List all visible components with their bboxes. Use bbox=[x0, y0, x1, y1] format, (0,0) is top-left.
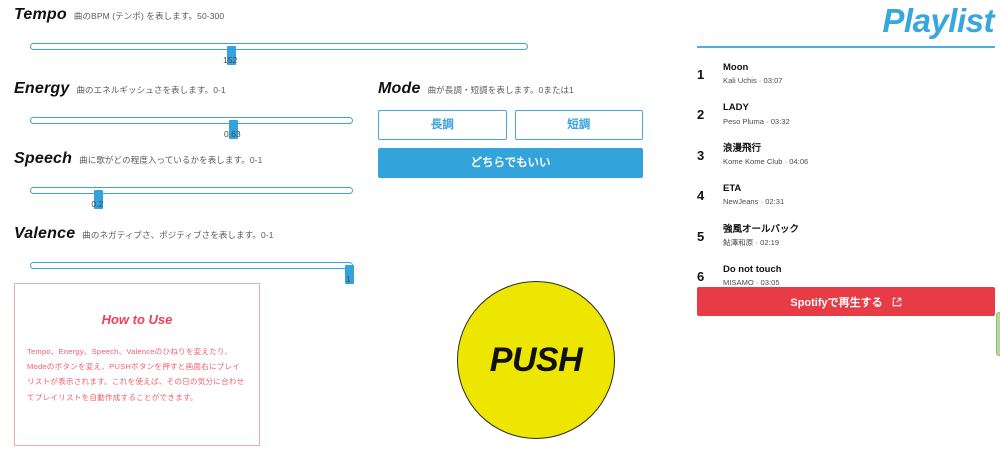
track-number: 2 bbox=[697, 107, 705, 123]
track-artist-duration: NewJeans · 02:31 bbox=[723, 197, 785, 207]
push-button-label: PUSH bbox=[489, 340, 583, 379]
param-speech-title: Speech bbox=[14, 150, 73, 167]
tempo-slider-value: 152 bbox=[223, 55, 238, 65]
energy-slider-wrap: 0.63 bbox=[14, 109, 369, 139]
track-info: 浪漫飛行 Kome Kome Club · 04:06 bbox=[723, 142, 808, 168]
valence-slider-wrap: 1 bbox=[14, 254, 369, 284]
spotify-play-label: Spotifyで再生する bbox=[790, 296, 883, 309]
playlist-divider bbox=[697, 46, 995, 48]
controls-panel: Tempo 曲のBPM (テンポ) を表します。50-300 152 Energ… bbox=[14, 6, 643, 446]
playlist-track-row[interactable]: 5 強風オールバック鮎澤和原 · 02:19 bbox=[697, 223, 1000, 249]
param-speech-header: Speech 曲に歌がどの程度入っているかを表します。0-1 bbox=[14, 150, 369, 168]
track-number: 6 bbox=[697, 268, 705, 284]
track-name: ETA bbox=[723, 183, 742, 195]
param-tempo-title: Tempo bbox=[14, 6, 67, 23]
mode-major-button[interactable]: 長調 bbox=[378, 110, 507, 140]
param-speech: Speech 曲に歌がどの程度入っているかを表します。0-1 0.2 bbox=[14, 150, 369, 209]
track-name: Moon bbox=[723, 62, 749, 73]
param-energy: Energy 曲のエネルギッシュさを表します。0-1 0.63 bbox=[14, 80, 369, 139]
track-number: 1 bbox=[697, 67, 705, 82]
mode-minor-button[interactable]: 短調 bbox=[514, 110, 643, 140]
param-valence: Valence 曲のネガティブさ、ポジティブさを表します。0-1 1 bbox=[14, 225, 369, 284]
valence-slider-track[interactable] bbox=[30, 262, 354, 284]
speech-slider-track[interactable] bbox=[30, 187, 353, 209]
playlist-track-row[interactable]: 3 浪漫飛行 Kome Kome Club · 04:06 bbox=[697, 142, 1000, 168]
track-number: 5 bbox=[697, 228, 705, 244]
param-valence-desc: 曲のネガティブさ、ポジティブさを表します。0-1 bbox=[82, 230, 274, 240]
param-tempo-desc: 曲のBPM (テンポ) を表します。50-300 bbox=[73, 11, 225, 21]
track-name: 浪漫飛行 bbox=[723, 142, 762, 154]
track-artist-duration: Kali Uchis · 03:07 bbox=[723, 76, 783, 86]
spotify-embed-sliver[interactable] bbox=[996, 312, 1000, 356]
param-speech-desc: 曲に歌がどの程度入っているかを表します。0-1 bbox=[79, 155, 263, 165]
param-tempo-header: Tempo 曲のBPM (テンポ) を表します。50-300 bbox=[14, 6, 544, 24]
spotify-play-button[interactable]: Spotifyで再生する bbox=[697, 287, 995, 316]
how-to-use-panel: How to Use Tempo、Energy、Speech、Valenceのひ… bbox=[14, 283, 260, 446]
tempo-slider-track[interactable] bbox=[30, 43, 528, 65]
speech-slider-thumb[interactable] bbox=[93, 190, 103, 209]
param-valence-title: Valence bbox=[14, 225, 76, 242]
track-number: 4 bbox=[697, 188, 705, 204]
param-energy-title: Energy bbox=[14, 80, 70, 97]
param-energy-header: Energy 曲のエネルギッシュさを表します。0-1 bbox=[14, 80, 369, 98]
tempo-slider-thumb[interactable] bbox=[226, 46, 236, 65]
track-number: 3 bbox=[697, 147, 705, 163]
how-to-use-body: Tempo、Energy、Speech、Valenceのひねりを変えたり、Mod… bbox=[27, 347, 245, 402]
energy-slider-value: 0.63 bbox=[224, 129, 241, 139]
param-mode: Mode 曲が長調・短調を表します。0または1 長調 短調 どちらでもいい bbox=[378, 80, 643, 178]
param-mode-header: Mode 曲が長調・短調を表します。0または1 bbox=[378, 80, 643, 98]
track-artist-duration: Kome Kome Club · 04:06 bbox=[723, 157, 809, 167]
playlist-title: Playlist bbox=[882, 2, 994, 39]
track-artist-duration: 鮎澤和原 · 02:19 bbox=[723, 237, 780, 247]
track-name: LADY bbox=[723, 102, 749, 114]
how-to-use-title: How to Use bbox=[101, 312, 173, 327]
push-button[interactable]: PUSH bbox=[457, 281, 615, 439]
param-mode-title: Mode bbox=[378, 80, 421, 97]
param-energy-desc: 曲のエネルギッシュさを表します。0-1 bbox=[76, 85, 226, 95]
track-artist-duration: MISAMO · 03:05 bbox=[723, 278, 780, 288]
param-valence-header: Valence 曲のネガティブさ、ポジティブさを表します。0-1 bbox=[14, 225, 369, 243]
energy-slider-thumb[interactable] bbox=[228, 120, 238, 139]
track-info: ETA NewJeans · 02:31 bbox=[723, 182, 784, 208]
valence-slider-thumb[interactable] bbox=[345, 265, 354, 284]
track-info: LADY Peso Pluma · 03:32 bbox=[723, 101, 790, 127]
track-name: Do not touch bbox=[723, 263, 782, 275]
playlist-track-row[interactable]: 2 LADY Peso Pluma · 03:32 bbox=[697, 101, 1000, 127]
tempo-slider-wrap: 152 bbox=[14, 35, 544, 65]
param-tempo: Tempo 曲のBPM (テンポ) を表します。50-300 152 bbox=[14, 6, 544, 65]
valence-slider-value: 1 bbox=[346, 274, 351, 284]
playlist-track-row[interactable]: 4 ETA NewJeans · 02:31 bbox=[697, 182, 1000, 208]
param-mode-desc: 曲が長調・短調を表します。0または1 bbox=[427, 85, 574, 95]
track-info: 強風オールバック鮎澤和原 · 02:19 bbox=[723, 223, 799, 249]
speech-slider-wrap: 0.2 bbox=[14, 179, 369, 209]
external-link-icon bbox=[892, 297, 902, 307]
track-artist-duration: Peso Pluma · 03:32 bbox=[723, 116, 790, 126]
mode-either-button[interactable]: どちらでもいい bbox=[378, 148, 643, 178]
track-name: 強風オールバック bbox=[723, 223, 800, 235]
mode-button-row: 長調 短調 bbox=[378, 110, 643, 140]
speech-slider-value: 0.2 bbox=[91, 199, 104, 209]
energy-slider-track[interactable] bbox=[30, 117, 353, 139]
